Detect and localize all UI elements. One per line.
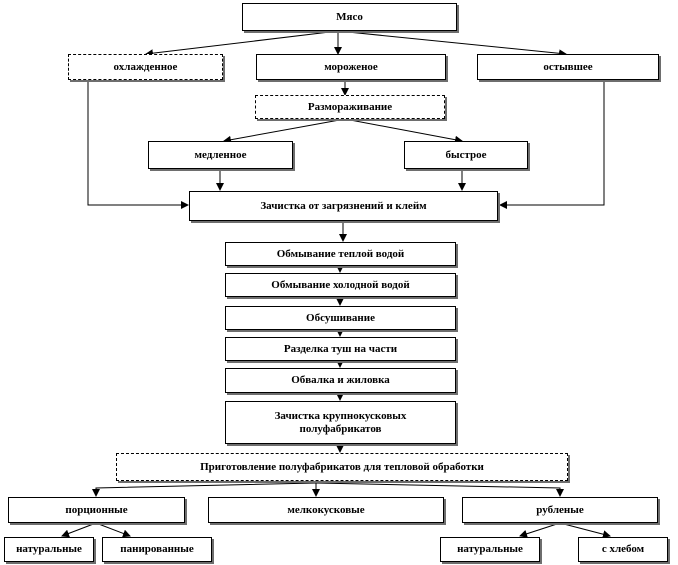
arrow-thawing-to-slow: [223, 118, 346, 144]
node-drying: Обсушивание: [225, 306, 456, 330]
node-cooled: остывшее: [477, 54, 659, 80]
node-frozen-label: мороженое: [324, 60, 378, 73]
node-slow-label: медленное: [194, 148, 247, 161]
node-preparation: Приготовление полуфабрикатов для теплово…: [116, 453, 568, 481]
node-chopped-label: рубленые: [536, 503, 584, 516]
node-preparation-label: Приготовление полуфабрикатов для теплово…: [200, 460, 484, 473]
node-small-pieces-label: мелкокусковые: [287, 503, 365, 516]
node-small-pieces: мелкокусковые: [208, 497, 444, 523]
node-warm-wash-label: Обмывание теплой водой: [276, 247, 405, 260]
node-slow: медленное: [148, 141, 293, 169]
node-portion: порционные: [8, 497, 185, 523]
arrow-preparation-to-chopped: [315, 482, 564, 497]
arrow-chilled-to-cleaning: [87, 80, 189, 209]
node-chopped-natural: натуральные: [440, 537, 540, 562]
node-thawing-label: Размораживание: [307, 100, 393, 113]
arrow-chopped-to-with-bread: [559, 522, 611, 539]
node-warm-wash: Обмывание теплой водой: [225, 242, 456, 266]
node-cooled-label: остывшее: [543, 60, 593, 73]
node-portion-natural-label: натуральные: [16, 543, 82, 555]
node-chilled-label: охлажденное: [113, 60, 178, 73]
node-cold-wash-label: Обмывание холодной водой: [271, 278, 410, 291]
arrow-preparation-to-portion: [92, 482, 317, 497]
node-boning-label: Обвалка и жиловка: [291, 374, 390, 386]
node-large-cleaning: Зачистка крупнокусковых полуфабрикатов: [225, 401, 456, 444]
node-portion-label: порционные: [65, 503, 128, 516]
node-carcass-cutting: Разделка туш на части: [225, 337, 456, 361]
node-chopped: рубленые: [462, 497, 658, 523]
node-fast-label: быстрое: [445, 148, 487, 161]
arrow-meat-to-chilled: [145, 30, 339, 58]
node-chilled: охлажденное: [68, 54, 223, 80]
node-boning: Обвалка и жиловка: [225, 368, 456, 393]
node-frozen: мороженое: [256, 54, 446, 80]
node-carcass-cutting-label: Разделка туш на части: [283, 342, 398, 355]
node-with-bread-label: с хлебом: [601, 543, 645, 555]
arrow-thawing-to-fast: [344, 118, 463, 144]
node-drying-label: Обсушивание: [306, 311, 375, 324]
arrow-meat-to-cooled: [337, 30, 567, 58]
node-cold-wash: Обмывание холодной водой: [225, 273, 456, 297]
node-meat: Мясо: [242, 3, 457, 31]
node-cleaning-label: Зачистка от загрязнений и клейм: [260, 199, 427, 212]
arrow-portion-to-breaded: [95, 522, 131, 538]
node-chopped-natural-label: натуральные: [457, 543, 523, 555]
node-meat-label: Мясо: [336, 10, 363, 23]
node-portion-breaded-label: панированные: [120, 543, 194, 555]
node-portion-breaded: панированные: [102, 537, 212, 562]
arrow-portion-to-natural: [61, 522, 97, 538]
node-large-cleaning-label: Зачистка крупнокусковых полуфабрикатов: [274, 409, 407, 435]
arrow-chopped-to-natural: [519, 522, 561, 538]
arrow-cooled-to-cleaning: [499, 80, 605, 209]
node-thawing: Размораживание: [255, 95, 445, 119]
node-with-bread: с хлебом: [578, 537, 668, 562]
node-cleaning: Зачистка от загрязнений и клейм: [189, 191, 498, 221]
node-fast: быстрое: [404, 141, 528, 169]
node-portion-natural: натуральные: [4, 537, 94, 562]
